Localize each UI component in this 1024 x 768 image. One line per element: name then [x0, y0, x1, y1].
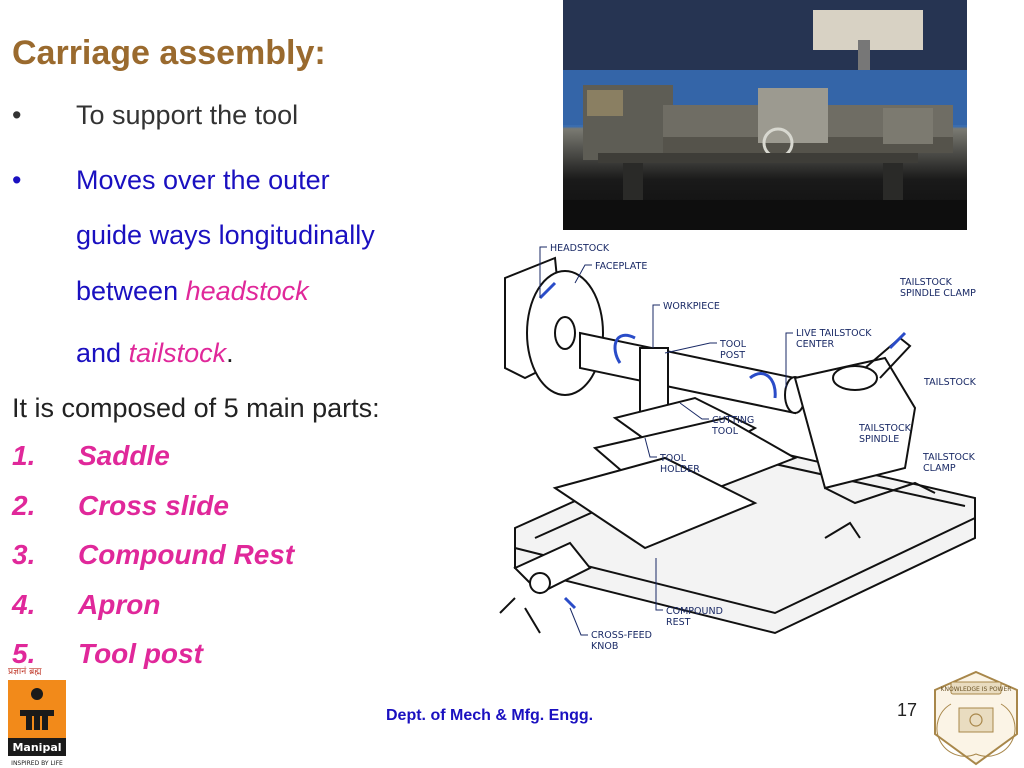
label-cross-feed: CROSS-FEED [591, 630, 652, 641]
lathe-diagram: HEADSTOCK FACEPLATE WORKPIECE TOOL POST … [499, 243, 977, 652]
label-live-center: CENTER [796, 339, 835, 350]
label-spindle-clamp: SPINDLE CLAMP [900, 288, 976, 299]
label-cross-feed: KNOB [591, 641, 618, 652]
tailstock-emphasis: tailstock [128, 338, 227, 368]
list-label: Tool post [78, 638, 203, 669]
list-label: Saddle [78, 440, 170, 471]
label-tailstock-spindle: TAILSTOCK [858, 423, 912, 434]
list-number: 1. [12, 440, 36, 471]
text-span: and [76, 338, 129, 368]
lathe-photo [563, 0, 967, 230]
label-tailstock-clamp: TAILSTOCK [922, 452, 976, 463]
bullet-text-line-4: and tailstock. [76, 338, 234, 369]
label-tool-holder: TOOL [659, 453, 687, 464]
label-tool-post: TOOL [719, 339, 747, 350]
page-number: 17 [897, 700, 918, 720]
headstock-emphasis: headstock [185, 276, 309, 306]
seal-motto: KNOWLEDGE IS POWER [941, 686, 1012, 693]
bullet-marker: • [12, 165, 22, 195]
list-label: Compound Rest [78, 539, 295, 570]
slide-title: Carriage assembly: [12, 34, 326, 72]
list-number: 4. [12, 588, 36, 620]
logo-name: Manipal [12, 741, 61, 754]
bullet-text: To support the tool [76, 100, 299, 130]
label-live-center: LIVE TAILSTOCK [796, 328, 872, 339]
bullet-marker: • [12, 100, 22, 130]
label-faceplate: FACEPLATE [595, 261, 647, 272]
list-number: 5. [12, 638, 36, 669]
institute-seal: KNOWLEDGE IS POWER [934, 670, 1018, 766]
bullet-text-line-1: Moves over the outer [76, 165, 330, 195]
label-compound-rest: COMPOUND [666, 606, 723, 617]
label-tailstock-spindle: SPINDLE [859, 434, 899, 445]
label-spindle-clamp: TAILSTOCK [899, 277, 953, 288]
text-span: . [226, 338, 234, 368]
list-label: Apron [78, 588, 161, 620]
bullet-text-line-3: between headstock [76, 276, 309, 307]
list-label: Cross slide [78, 489, 229, 521]
list-number: 2. [12, 489, 36, 521]
list-number: 3. [12, 539, 36, 570]
label-tailstock-clamp: CLAMP [923, 463, 956, 474]
label-cutting-tool: CUTTING [712, 415, 754, 426]
label-tool-post: POST [720, 350, 745, 361]
manipal-logo: प्रज्ञानं ब्रह्म Manipal INSPIRED BY LIF… [8, 666, 66, 767]
label-headstock: HEADSTOCK [550, 243, 610, 254]
diagram-labels: HEADSTOCK FACEPLATE WORKPIECE TOOL POST … [550, 243, 977, 652]
text-span: between [76, 276, 186, 306]
composed-text: It is composed of 5 main parts: [12, 393, 380, 423]
label-tailstock: TAILSTOCK [923, 377, 977, 388]
bullet-text-line-2: guide ways longitudinally [76, 220, 375, 250]
footer-department: Dept. of Mech & Mfg. Engg. [386, 707, 594, 724]
lathe-photo-art [563, 0, 967, 230]
logo-tagline: INSPIRED BY LIFE [11, 760, 63, 767]
label-tool-holder: HOLDER [660, 464, 700, 475]
label-compound-rest: REST [666, 617, 691, 628]
logo-script: प्रज्ञानं ब्रह्म [8, 666, 42, 677]
label-cutting-tool: TOOL [711, 426, 739, 437]
label-workpiece: WORKPIECE [663, 301, 720, 312]
